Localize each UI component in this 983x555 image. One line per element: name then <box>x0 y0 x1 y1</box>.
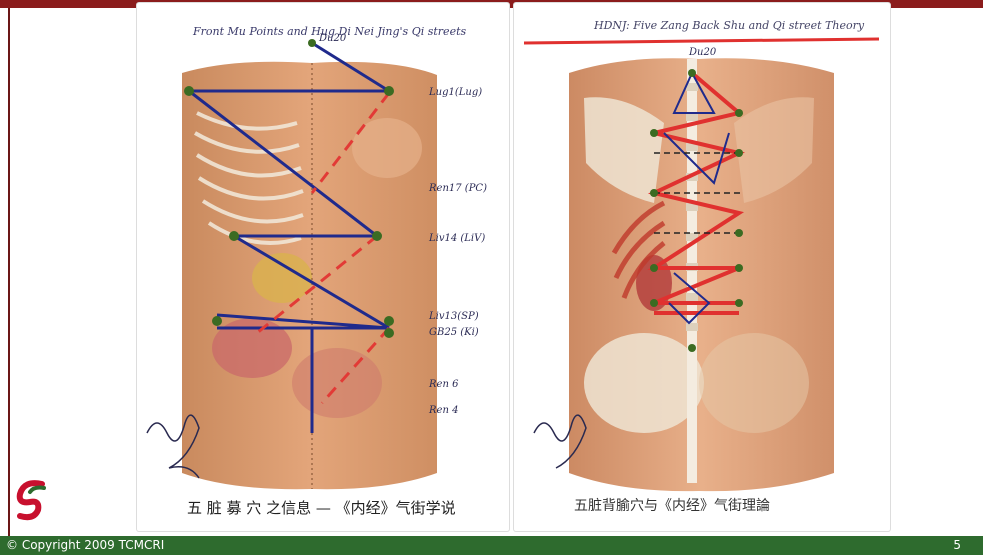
label-ren4: Ren 4 <box>429 405 458 416</box>
du20-label-right: Du20 <box>689 47 716 58</box>
label-liv13: Liv13(SP) <box>429 311 479 322</box>
left-photo-caption: 五 脏 募 穴 之信息 — 《内经》气街学说 <box>187 497 456 518</box>
right-photo-caption: 五脏背腧穴与《内经》气街理論 <box>574 495 770 515</box>
label-gb25: GB25 (Ki) <box>429 327 479 338</box>
label-lug1: Lug1(Lug) <box>429 87 482 98</box>
left-accent-line <box>8 8 10 536</box>
label-liv14: Liv14 (LiV) <box>429 233 485 244</box>
du20-label: Du20 <box>319 33 346 44</box>
front-mu-points-photo: Front Mu Points and Hug Di Nei Jing's Qi… <box>137 3 509 531</box>
label-ren6: Ren 6 <box>429 379 458 390</box>
right-photo-title: HDNJ: Five Zang Back Shu and Qi street T… <box>594 19 864 32</box>
copyright-text: © Copyright 2009 TCMCRI <box>6 538 164 552</box>
label-ren17: Ren17 (PC) <box>429 183 487 194</box>
front-torso-illustration <box>137 3 509 531</box>
back-torso-illustration <box>514 3 890 531</box>
back-shu-points-photo: HDNJ: Five Zang Back Shu and Qi street T… <box>514 3 890 531</box>
footer-bar: © Copyright 2009 TCMCRI 5 <box>0 536 983 555</box>
tcmcri-logo-icon <box>14 478 48 522</box>
page-number: 5 <box>953 538 961 552</box>
